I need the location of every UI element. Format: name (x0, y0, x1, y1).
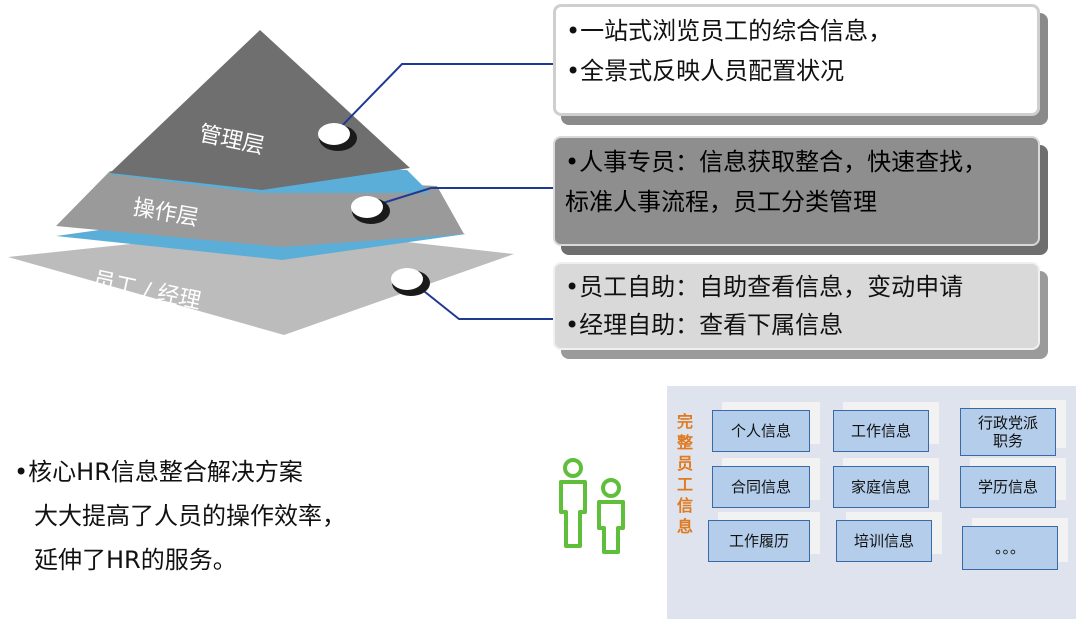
card-more: 。。。 (962, 526, 1058, 570)
callout-operation: •人事专员：信息获取整合，快速查找， 标准人事流程，员工分类管理 (553, 136, 1040, 246)
summary-text: •核心HR信息整合解决方案 大大提高了人员的操作效率， 延伸了HR的服务。 (14, 450, 346, 582)
card-family-info: 家庭信息 (833, 466, 929, 508)
connector-line-middle (369, 187, 553, 208)
connector-line-bottom (409, 279, 553, 320)
knob-marker-bottom (391, 268, 430, 296)
knob-marker-middle (351, 196, 390, 224)
title-char: 信 (676, 496, 693, 515)
title-char: 完 (676, 412, 693, 431)
callout-operation-line-2: 标准人事流程，员工分类管理 (565, 188, 877, 216)
summary-line-1: •核心HR信息整合解决方案 (14, 458, 303, 486)
summary-line-3: 延伸了HR的服务。 (34, 546, 237, 574)
title-char: 员 (676, 454, 693, 473)
pyramid-diagram: 管理层 操作层 员工 / 经理 (8, 30, 553, 335)
card-work-history: 工作履历 (708, 520, 810, 562)
callout-self-service-line-1: •员工自助：自助查看信息，变动申请 (565, 273, 964, 301)
people-icon (559, 458, 625, 554)
pyramid-layer-bottom (8, 228, 514, 335)
summary-line-2: 大大提高了人员的操作效率， (34, 502, 346, 530)
card-contract-info: 合同信息 (712, 466, 810, 508)
card-personal-info: 个人信息 (712, 410, 810, 452)
card-party-position: 行政党派职务 (960, 408, 1056, 456)
title-char: 息 (676, 517, 693, 536)
callout-self-service-line-2: •经理自助：查看下属信息 (565, 311, 844, 339)
callout-management-line-2: •全景式反映人员配置状况 (566, 57, 845, 85)
pyramid-layer-top (110, 30, 410, 190)
callout-management-line-1: •一站式浏览员工的综合信息， (566, 17, 893, 45)
callout-operation-line-1: •人事专员：信息获取整合，快速查找， (565, 148, 988, 176)
card-training-info: 培训信息 (836, 520, 932, 562)
connector-line-top (335, 63, 553, 133)
callout-management: •一站式浏览员工的综合信息， •全景式反映人员配置状况 (553, 4, 1040, 116)
title-char: 整 (676, 433, 693, 452)
callout-self-service: •员工自助：自助查看信息，变动申请 •经理自助：查看下属信息 (553, 262, 1040, 350)
knob-marker-top (318, 123, 357, 151)
title-char: 工 (676, 475, 693, 494)
card-work-info: 工作信息 (833, 410, 929, 452)
info-panel-title: 完 整 员 工 信 息 (674, 411, 696, 537)
card-education-info: 学历信息 (960, 466, 1056, 508)
